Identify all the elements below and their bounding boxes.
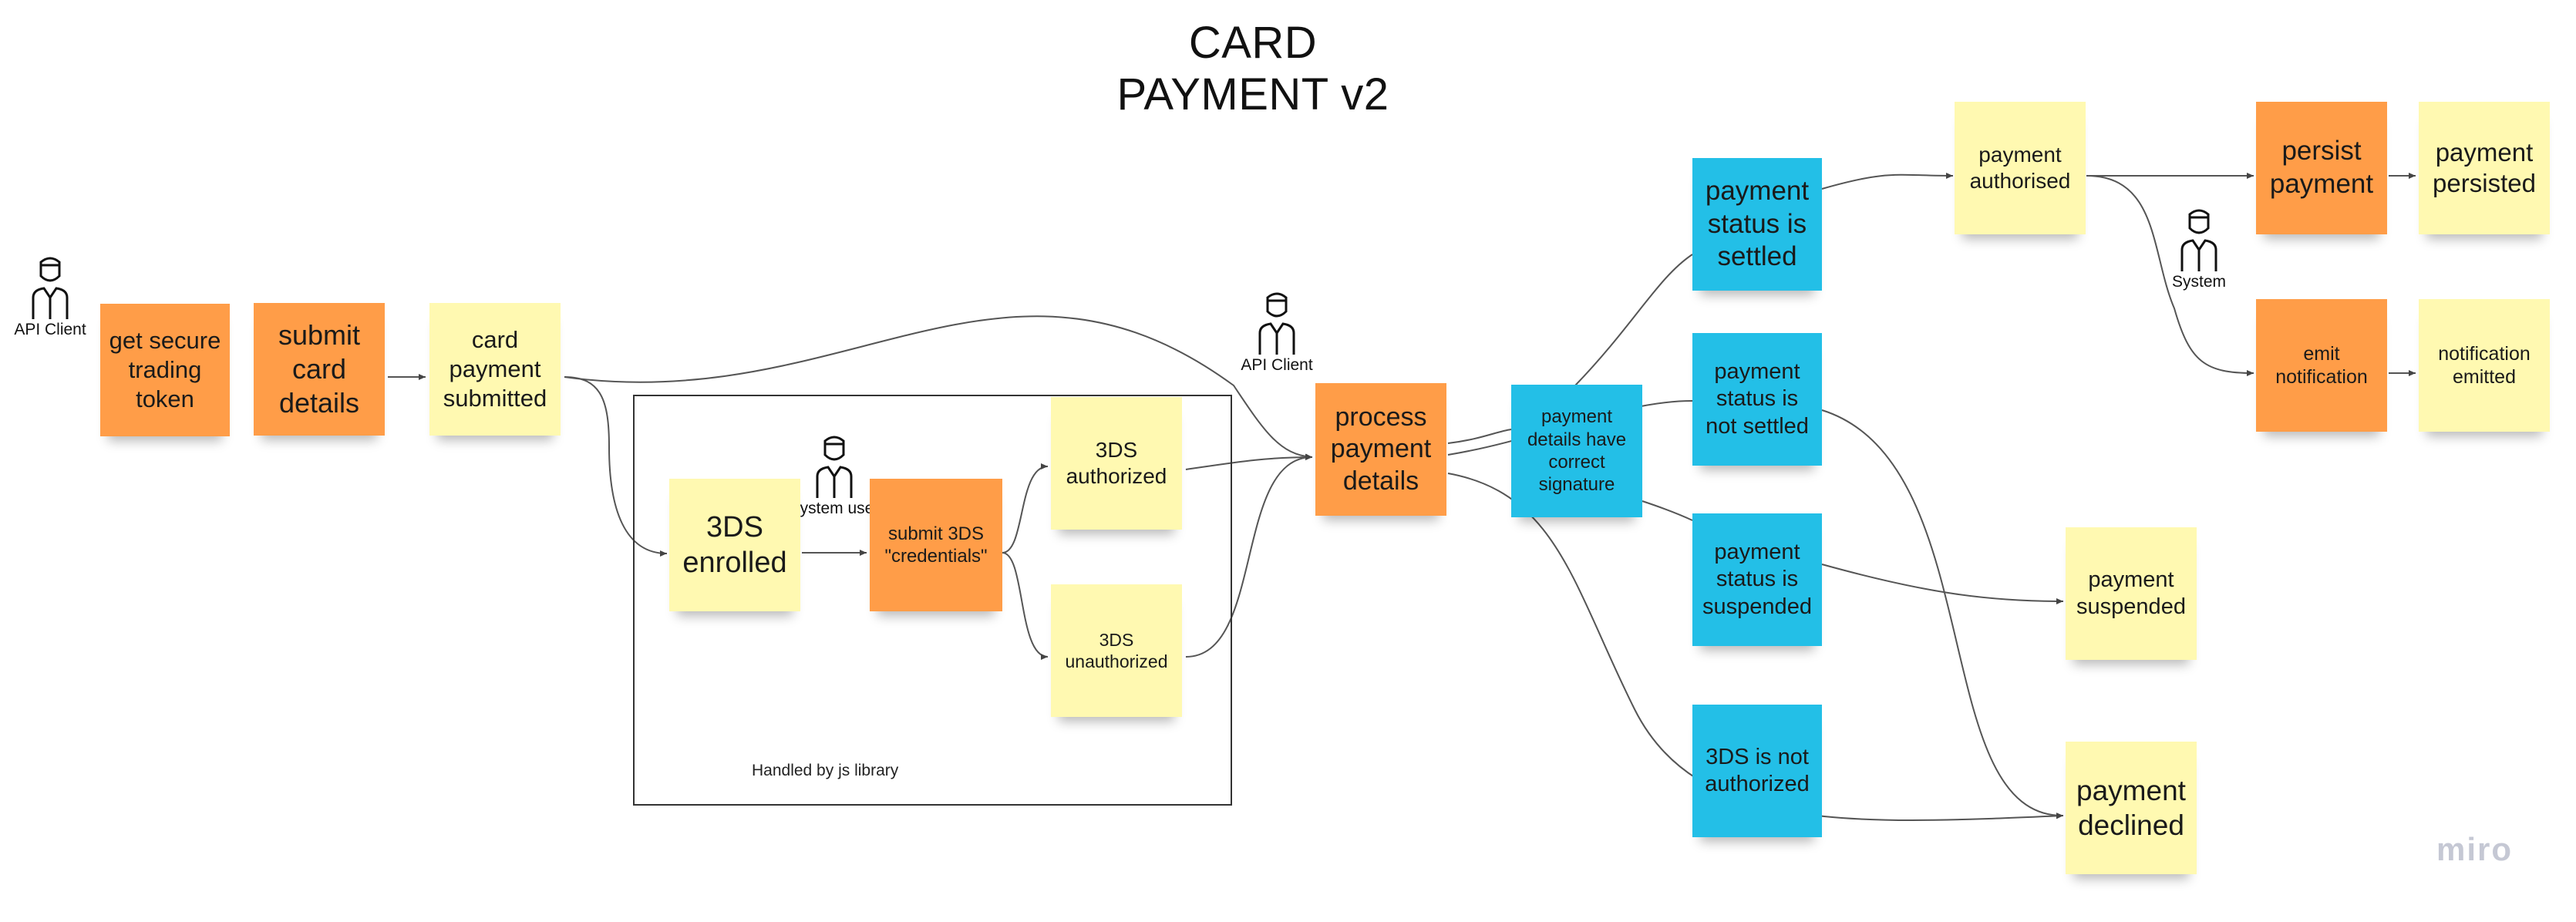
sticky-submit-3ds-credentials[interactable]: submit 3DS "credentials": [870, 479, 1002, 611]
person-icon: [32, 257, 69, 319]
sticky-payment-status-is-not-settled[interactable]: payment status is not settled: [1692, 333, 1822, 466]
sticky-payment-declined[interactable]: payment declined: [2066, 742, 2197, 874]
actor-system-user: System user: [788, 433, 881, 518]
connector-submitted-to-enrolled: [564, 376, 668, 557]
actor-label: API Client: [1241, 356, 1313, 374]
sticky-3ds-unauthorized[interactable]: 3DS unauthorized: [1051, 584, 1182, 717]
sticky-emit-notification[interactable]: emit notification: [2256, 299, 2387, 432]
miro-logo: miro: [2436, 831, 2514, 867]
sticky-payment-suspended[interactable]: payment suspended: [2066, 527, 2197, 660]
sticky-card-payment-submitted[interactable]: card payment submitted: [429, 303, 561, 436]
sticky-3ds-authorized[interactable]: 3DS authorized: [1051, 397, 1182, 530]
sticky-process-payment-details[interactable]: process payment details: [1315, 383, 1446, 516]
connector-settled-to-authorised: [1821, 172, 1954, 190]
sticky-get-secure-trading-token[interactable]: get secure trading token: [100, 304, 230, 436]
sticky-3ds-enrolled[interactable]: 3DS enrolled: [669, 479, 800, 611]
connector-signature-to-suspended: [1642, 500, 1693, 521]
actor-label: System user: [789, 500, 880, 517]
sticky-notification-emitted[interactable]: notification emitted: [2419, 299, 2550, 432]
sticky-payment-status-is-suspended[interactable]: payment status is suspended: [1692, 513, 1822, 646]
sticky-payment-status-is-settled[interactable]: payment status is settled: [1692, 158, 1822, 291]
js-library-frame[interactable]: [633, 395, 1232, 806]
connector-authorized-to-process: [1185, 454, 1313, 470]
sticky-payment-persisted[interactable]: payment persisted: [2419, 102, 2550, 234]
person-icon: [816, 436, 853, 498]
connector-notsettled-to-declined: [1821, 409, 2064, 819]
connector-signature-to-settled: [1574, 254, 1693, 386]
actor-system: System: [2168, 207, 2230, 291]
sticky-submit-card-details[interactable]: submit card details: [254, 303, 385, 436]
connector-process-to-signature: [1447, 429, 1512, 444]
person-icon: [2180, 209, 2217, 271]
actor-api-client-center: API Client: [1238, 290, 1315, 375]
sticky-3ds-is-not-authorized[interactable]: 3DS is not authorized: [1692, 705, 1822, 837]
actor-label: API Client: [14, 321, 86, 338]
connector-unauthorized-to-process: [1185, 454, 1313, 658]
connector-authorised-to-emit: [2086, 175, 2254, 376]
actor-api-client-left: API Client: [12, 254, 89, 339]
connector-submit3ds-to-authorized: [1002, 463, 1049, 554]
sticky-payment-details-have-correct-signature[interactable]: payment details have correct signature: [1511, 385, 1642, 517]
board-title: CARD PAYMENT v2: [1116, 18, 1389, 119]
frame-label: Handled by js library: [752, 762, 899, 779]
actor-label: System: [2171, 273, 2226, 291]
connector-submit3ds-to-unauthorized: [1002, 552, 1049, 660]
sticky-payment-authorised[interactable]: payment authorised: [1955, 102, 2086, 234]
connector-suspended-to-payment-suspended: [1821, 564, 2064, 604]
connector-submitted-to-process: [564, 315, 1313, 460]
person-icon: [1258, 292, 1295, 355]
sticky-persist-payment[interactable]: persist payment: [2256, 102, 2387, 234]
connector-process-to-declined: [1447, 473, 2064, 821]
